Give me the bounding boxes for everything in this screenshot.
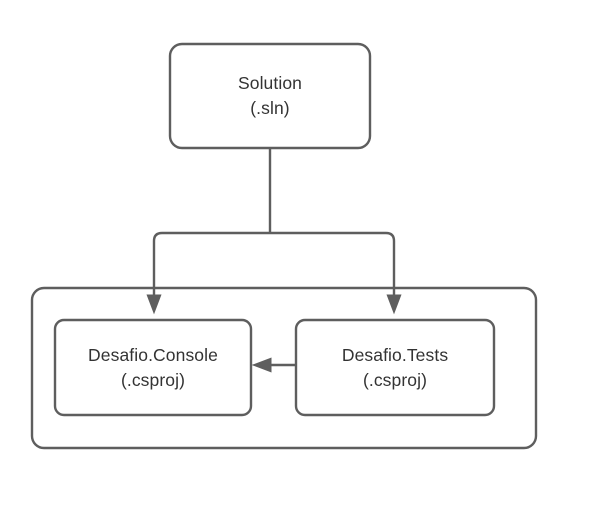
desafio-tests-node-shape[interactable] <box>294 318 496 417</box>
edge-solution-to-tests-arrowhead <box>386 294 402 315</box>
edge-solution-to-console-line <box>152 231 270 296</box>
solution-node-shape[interactable] <box>168 42 372 150</box>
edge-tests-to-console-arrowhead <box>251 357 272 373</box>
edge-solution-to-console-arrowhead <box>146 294 162 315</box>
desafio-console-node-shape[interactable] <box>53 318 253 417</box>
edge-solution-to-tests-line <box>270 231 396 296</box>
